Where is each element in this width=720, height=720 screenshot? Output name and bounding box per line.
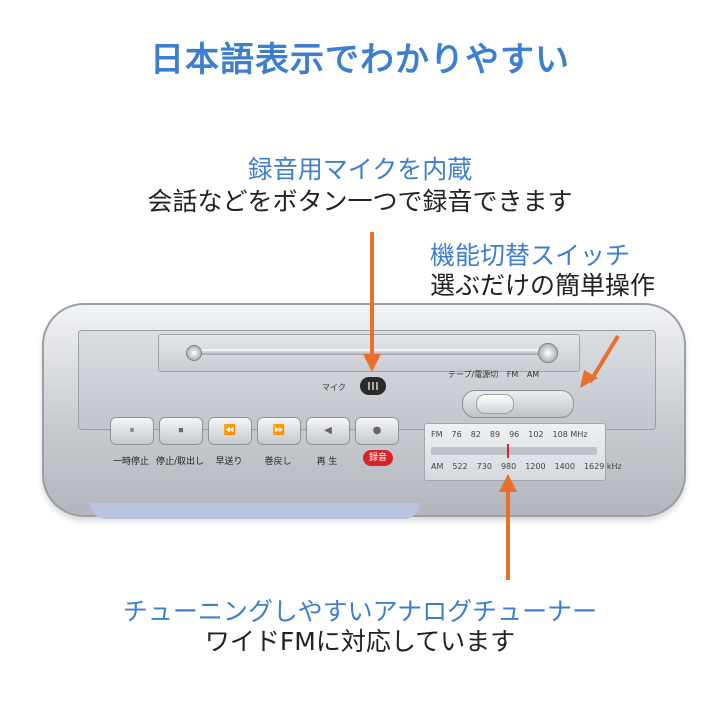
mic-callout-heading: 録音用マイクを内蔵 <box>247 155 473 184</box>
tuner-arrow-head <box>499 474 517 492</box>
am-scale: AM 522 730 980 1200 1400 1629 kHz <box>431 462 631 471</box>
tuner-callout-heading: チューニングしやすいアナログチューナー <box>122 597 598 626</box>
mic-callout-sub: 会話などをボタン一つで録音できます <box>147 187 573 216</box>
antenna-tip <box>186 345 202 361</box>
stop-eject-label: 停止/取出し <box>155 457 205 467</box>
switch-callout-heading: 機能切替スイッチ <box>430 241 631 270</box>
am-tick: 980 <box>500 462 517 471</box>
fm-tick: 89 <box>489 430 501 439</box>
switch-label-fm: FM <box>506 370 519 379</box>
device-bottom-strip <box>90 503 420 519</box>
switch-labels: テープ/電源切 FM AM <box>448 369 539 380</box>
fm-tick: 108 MHz <box>552 430 588 439</box>
tuner-dial: FM 76 82 89 96 102 108 MHz AM 522 730 980 1200 1400… <box>424 423 622 481</box>
record-label: 録音 <box>363 450 393 466</box>
pause-button[interactable]: ⏸ <box>110 417 154 445</box>
am-tick: 522 <box>452 462 468 471</box>
dial-bar <box>431 447 597 455</box>
play-label: 再 生 <box>316 457 338 467</box>
am-tick: 1400 <box>554 462 575 471</box>
fm-tick: 76 <box>451 430 462 439</box>
am-tick: 1200 <box>525 462 546 471</box>
rewind-label: 巻戻し <box>264 457 292 467</box>
page-title: 日本語表示でわかりやすい <box>150 40 570 80</box>
switch-arrow-line <box>588 334 620 384</box>
antenna-rod <box>195 349 555 355</box>
fast-forward-button[interactable]: ⏪ <box>208 417 252 445</box>
pause-label: 一時停止 <box>112 457 149 467</box>
switch-label-am: AM <box>526 370 540 379</box>
fm-tick: 102 <box>528 430 544 439</box>
stop-eject-button[interactable]: ⏹ <box>159 417 203 445</box>
am-tick: 730 <box>476 462 492 471</box>
antenna-knob <box>538 343 558 363</box>
mic-label: マイク <box>322 383 346 392</box>
tuner-callout-sub: ワイドFMに対応しています <box>204 627 516 656</box>
function-switch-knob[interactable] <box>476 394 514 414</box>
fm-scale: FM 76 82 89 96 102 108 MHz <box>431 430 596 439</box>
record-button[interactable]: ● <box>355 417 399 445</box>
mic-icon <box>360 377 386 395</box>
switch-arrow-head <box>580 370 598 388</box>
fast-forward-label: 早送り <box>215 457 243 467</box>
switch-label-tape: テープ/電源切 <box>448 370 499 379</box>
fm-tick: 96 <box>509 430 520 439</box>
fm-scale-label: FM <box>431 430 443 439</box>
am-tick: 1629 kHz <box>583 462 622 471</box>
tuning-needle <box>507 444 509 458</box>
switch-callout-sub: 選ぶだけの簡単操作 <box>430 271 656 300</box>
play-button[interactable]: ◀ <box>306 417 350 445</box>
mic-arrow-head <box>363 354 381 372</box>
am-scale-label: AM <box>431 462 444 471</box>
fm-tick: 82 <box>470 430 481 439</box>
rewind-button[interactable]: ⏩ <box>257 417 301 445</box>
